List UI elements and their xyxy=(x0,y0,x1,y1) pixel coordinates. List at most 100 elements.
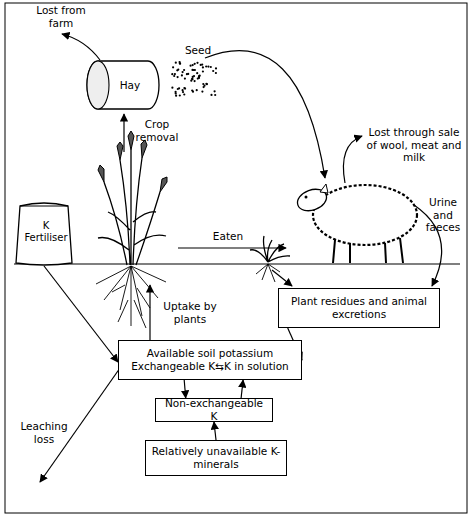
seed-dot xyxy=(194,63,196,65)
annotation-label: Crop removal xyxy=(130,118,184,143)
seed-dot xyxy=(206,83,208,85)
seed-dot xyxy=(196,72,198,74)
plant-roots xyxy=(96,266,166,328)
seed-dot xyxy=(205,65,207,67)
hay-bale: Hay xyxy=(86,60,160,110)
seed-dot xyxy=(177,69,179,71)
seed-dot xyxy=(212,70,214,72)
seed-dot xyxy=(215,72,217,74)
node-text: Available soil potassium xyxy=(147,347,273,360)
node-text: Hay xyxy=(120,79,141,92)
sheep-eye xyxy=(305,196,308,199)
eaten-arrow xyxy=(178,247,286,248)
crop-removal-arrow xyxy=(123,114,124,152)
seed-dot xyxy=(184,78,186,80)
annotation-label: Urine and faeces xyxy=(418,196,468,234)
seed-dot xyxy=(183,87,185,89)
seed-dot xyxy=(181,74,183,76)
seed-dot xyxy=(198,77,200,79)
annotation-label: Seed xyxy=(176,44,220,57)
seed-dot xyxy=(182,71,184,73)
sheep-legs xyxy=(333,238,403,263)
seed-dot xyxy=(176,69,178,71)
seed-dot xyxy=(182,91,184,93)
seed-dot xyxy=(171,73,173,75)
seed-dot xyxy=(198,75,200,77)
seed-dot xyxy=(191,78,193,80)
seed-dot xyxy=(173,75,175,77)
seed-dot xyxy=(179,94,181,96)
process-box: Relatively unavailable K-minerals xyxy=(145,440,287,476)
process-box: Non-exchangeable K xyxy=(155,398,273,422)
flow-arrow xyxy=(241,380,243,398)
seed-dot xyxy=(210,94,212,96)
seed-dot xyxy=(174,73,176,75)
seed-dot xyxy=(192,91,194,93)
seed-dot xyxy=(179,61,181,63)
annotation-label: Uptake by plants xyxy=(156,300,224,325)
seed-dot xyxy=(200,64,202,66)
seed-dot xyxy=(202,70,204,72)
seed-dot xyxy=(205,83,207,85)
residue-arrow xyxy=(272,270,292,286)
seed-dot xyxy=(175,95,177,97)
node-text: Non-exchangeable K xyxy=(160,397,268,422)
seed-dot xyxy=(190,65,192,67)
seed-dot xyxy=(203,85,205,87)
seed-dots xyxy=(171,61,217,97)
seed-dot xyxy=(177,76,179,78)
node-text: K Fertiliser xyxy=(21,220,71,244)
process-box: Available soil potassiumExchangeable K⇆K… xyxy=(118,340,302,380)
seed-dot xyxy=(175,62,177,64)
seed-dot xyxy=(186,73,188,75)
crop-plant xyxy=(98,150,166,265)
ground-line xyxy=(14,263,460,264)
seed-dot xyxy=(193,75,195,77)
seed-dot xyxy=(214,94,216,96)
seed-dot xyxy=(198,76,200,78)
flow-arrow xyxy=(214,422,216,440)
seed-dot xyxy=(192,64,194,66)
flow-arrow xyxy=(184,380,186,398)
seed-dot xyxy=(201,91,203,93)
node-text: Plant residues and animal excretions xyxy=(283,295,435,320)
annotation-label: Eaten xyxy=(206,230,250,243)
seed-dot xyxy=(193,69,195,71)
seed-dot xyxy=(183,69,185,71)
seed-dot xyxy=(194,80,196,82)
process-box: Plant residues and animal excretions xyxy=(278,288,440,328)
figure-frame xyxy=(5,3,467,513)
seed-dot xyxy=(214,90,216,92)
seed-dot xyxy=(183,93,185,95)
sheep-ear xyxy=(320,184,328,193)
seed-dot xyxy=(202,66,204,68)
small-plant xyxy=(250,236,290,262)
feed-arrow xyxy=(205,51,325,178)
bag-seam xyxy=(20,206,68,207)
bale-body xyxy=(87,61,159,109)
flow-arrow xyxy=(44,266,118,362)
annotation-label: Lost through sale of wool, meat and milk xyxy=(362,126,466,164)
node-text: Relatively unavailable K-minerals xyxy=(150,445,282,470)
seed-dot xyxy=(184,88,186,90)
bag-body xyxy=(16,203,72,265)
sheep-body xyxy=(313,185,417,245)
sale-loss-arrow xyxy=(343,136,362,183)
bale-end xyxy=(87,61,109,109)
seed-dot xyxy=(196,62,198,64)
uptake-arrow xyxy=(149,285,150,340)
seed-dot xyxy=(171,87,173,89)
seed-dot xyxy=(175,92,177,94)
seed-dot xyxy=(207,66,209,68)
seed-dot xyxy=(177,88,179,90)
seed-dot xyxy=(210,66,212,68)
seed-dot xyxy=(172,66,174,68)
node-text: Exchangeable K⇆K in solution xyxy=(131,360,289,373)
loss-arrow xyxy=(62,34,100,60)
seed-dot xyxy=(215,67,217,69)
fertiliser-bag: K Fertiliser xyxy=(14,198,74,266)
annotation-label: Lost from farm xyxy=(28,4,94,29)
seed-dot xyxy=(182,89,184,91)
seed-dot xyxy=(196,89,198,91)
